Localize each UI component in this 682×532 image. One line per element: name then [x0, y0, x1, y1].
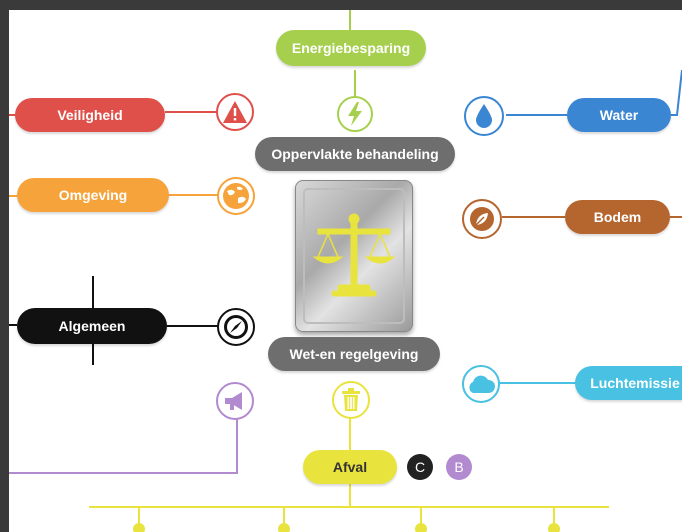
lightning-icon[interactable] — [337, 96, 373, 132]
leaf-icon[interactable] — [462, 199, 502, 239]
trash-icon[interactable] — [332, 381, 370, 419]
node-wet-en-regelgeving[interactable]: Wet-en regelgeving — [268, 337, 440, 371]
node-label: Algemeen — [58, 318, 126, 334]
node-label: Bodem — [593, 209, 642, 225]
badge-c[interactable]: C — [407, 454, 433, 480]
badge-b[interactable]: B — [446, 454, 472, 480]
node-label: Afval — [332, 459, 368, 475]
node-omgeving[interactable]: Omgeving — [17, 178, 169, 212]
globe-icon[interactable] — [217, 177, 255, 215]
node-energiebesparing[interactable]: Energiebesparing — [276, 30, 426, 66]
megaphone-icon[interactable] — [216, 382, 254, 420]
connector-lines — [9, 10, 682, 532]
node-label: Water — [599, 107, 639, 123]
node-water[interactable]: Water — [567, 98, 671, 132]
cloud-icon[interactable] — [462, 365, 500, 403]
compass-icon[interactable] — [217, 308, 255, 346]
warning-icon[interactable] — [216, 93, 254, 131]
node-label: Wet-en regelgeving — [289, 346, 419, 362]
mindmap-canvas: Energiebesparing Veiligheid Oppervlakte … — [9, 10, 682, 532]
node-bodem[interactable]: Bodem — [565, 200, 670, 234]
node-veiligheid[interactable]: Veiligheid — [15, 98, 165, 132]
node-afval[interactable]: Afval — [303, 450, 397, 484]
node-label: Oppervlakte behandeling — [271, 146, 439, 162]
node-luchtemissie[interactable]: Luchtemissie — [575, 366, 682, 400]
badge-label: B — [454, 459, 464, 475]
node-label: Energiebesparing — [291, 40, 411, 56]
node-label: Veiligheid — [57, 107, 123, 123]
badge-label: C — [414, 459, 426, 475]
node-algemeen[interactable]: Algemeen — [17, 308, 167, 344]
node-label: Omgeving — [58, 187, 128, 203]
water-drop-icon[interactable] — [464, 96, 504, 136]
node-label: Luchtemissie — [590, 375, 680, 391]
scale-icon[interactable] — [295, 180, 413, 332]
node-oppervlakte-behandeling[interactable]: Oppervlakte behandeling — [255, 137, 455, 171]
